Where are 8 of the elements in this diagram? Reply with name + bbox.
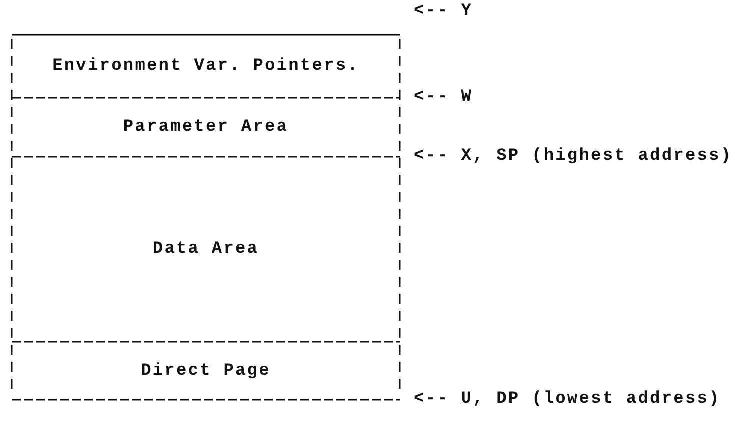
region-label: Parameter Area — [123, 118, 289, 137]
pointer-label: <-- Y — [414, 2, 474, 22]
pointer-label: <-- W — [414, 88, 474, 108]
region-label: Data Area — [152, 240, 260, 259]
region-label: Environment Var. Pointers. — [52, 57, 360, 76]
pointer-label: <-- X, SP (highest address) — [414, 147, 733, 167]
region-label: Direct Page — [141, 362, 271, 380]
pointer-label: <-- U, DP (lowest address) — [414, 390, 721, 410]
